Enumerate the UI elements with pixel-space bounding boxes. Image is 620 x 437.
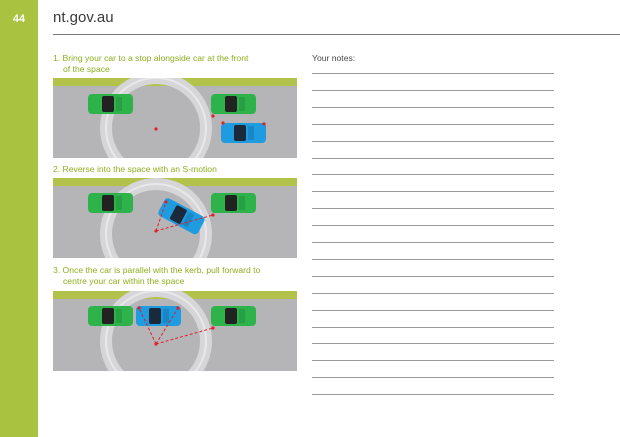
notes-label: Your notes: <box>312 53 356 63</box>
parked-car-rear <box>88 193 133 213</box>
note-line <box>312 191 554 193</box>
step-1-instruction: 1. Bring your car to a stop alongside ca… <box>53 53 293 75</box>
driver-car <box>221 123 266 143</box>
note-line <box>312 360 554 362</box>
parked-car-rear <box>88 94 133 114</box>
note-line <box>312 309 554 311</box>
note-line <box>312 242 554 243</box>
note-line <box>312 174 554 176</box>
step-3-line-1: 3. Once the car is parallel with the ker… <box>53 265 261 275</box>
parked-car-front <box>211 306 256 326</box>
step-2-line-1: 2. Reverse into the space with an S-moti… <box>53 164 217 174</box>
note-line <box>312 157 554 159</box>
site-title: nt.gov.au <box>53 9 114 26</box>
pivot-marker <box>154 127 158 131</box>
note-line <box>312 106 554 108</box>
note-line <box>312 89 554 91</box>
step-1-line-2: of the space <box>63 64 110 74</box>
note-line <box>312 292 554 294</box>
note-line <box>312 326 554 328</box>
note-line <box>312 225 554 227</box>
parked-car-front <box>211 94 256 114</box>
header-divider <box>53 34 620 35</box>
parked-car-rear <box>88 306 133 326</box>
note-line <box>312 258 554 260</box>
note-line <box>312 343 554 345</box>
note-line <box>312 123 554 125</box>
page-number: 44 <box>12 13 26 25</box>
step-2-diagram <box>53 178 297 258</box>
note-line <box>312 394 554 396</box>
note-line <box>312 208 554 210</box>
step-1-line-1: 1. Bring your car to a stop alongside ca… <box>53 53 249 63</box>
step-2-instruction: 2. Reverse into the space with an S-moti… <box>53 164 293 175</box>
step-3-diagram <box>53 291 297 371</box>
note-line <box>312 275 554 277</box>
note-line <box>312 377 554 379</box>
step-3-instruction: 3. Once the car is parallel with the ker… <box>53 265 293 287</box>
sidebar-band <box>0 0 38 437</box>
parked-car-front <box>211 193 256 213</box>
note-line <box>312 73 554 74</box>
driver-car <box>158 198 205 235</box>
step-3-line-2: centre your car within the space <box>63 276 185 286</box>
step-1-diagram <box>53 78 297 158</box>
note-line <box>312 140 554 142</box>
